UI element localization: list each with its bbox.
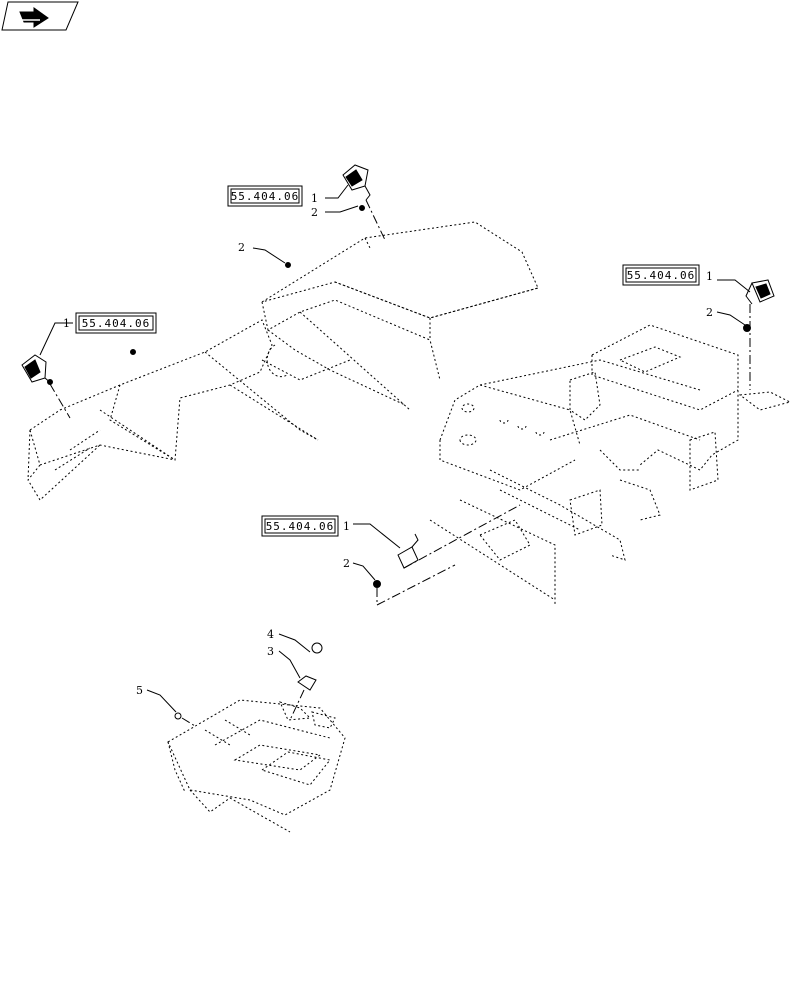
work-lamp-right xyxy=(738,279,792,411)
ref-label: 55.404.06 xyxy=(266,520,335,533)
cab-roof-structure xyxy=(27,221,539,501)
fastener-2-right xyxy=(743,324,751,332)
work-lamp-top xyxy=(342,164,371,201)
callout-leaders xyxy=(39,184,751,713)
console-panel xyxy=(167,699,346,833)
ref-label: 55.404.06 xyxy=(82,317,151,330)
callout-ref-top[interactable]: 55.404.06 xyxy=(227,185,303,207)
work-lamp-mid xyxy=(397,533,419,569)
item-number-2: 2 xyxy=(343,557,350,570)
item-number-1: 1 xyxy=(63,317,70,330)
next-page-icon[interactable] xyxy=(1,1,79,31)
fastener-2-left-b xyxy=(47,379,53,385)
fastener-2-top xyxy=(359,205,365,211)
item-number-4: 4 xyxy=(267,628,274,641)
ref-label: 55.404.06 xyxy=(627,269,696,282)
item-number-5: 5 xyxy=(136,684,143,697)
callout-ref-left[interactable]: 55.404.06 xyxy=(75,312,157,334)
callout-ref-right[interactable]: 55.404.06 xyxy=(622,264,700,286)
item-number-2: 2 xyxy=(706,306,713,319)
fastener-5 xyxy=(174,712,182,720)
fastener-2-mid xyxy=(373,580,381,588)
chassis-frame xyxy=(429,324,739,605)
item-number-3: 3 xyxy=(267,645,274,658)
bracket-part xyxy=(297,642,323,691)
work-lamp-left xyxy=(21,354,53,385)
item-number-1: 1 xyxy=(311,192,318,205)
item-number-1: 1 xyxy=(706,270,713,283)
ref-label: 55.404.06 xyxy=(231,190,300,203)
item-number-2: 2 xyxy=(311,206,318,219)
fastener-2-cab xyxy=(285,262,291,268)
callout-ref-mid[interactable]: 55.404.06 xyxy=(261,515,339,537)
item-number-1: 1 xyxy=(343,520,350,533)
assembly-lines xyxy=(49,199,751,727)
fastener-2-left xyxy=(130,349,136,355)
item-number-2: 2 xyxy=(238,241,245,254)
